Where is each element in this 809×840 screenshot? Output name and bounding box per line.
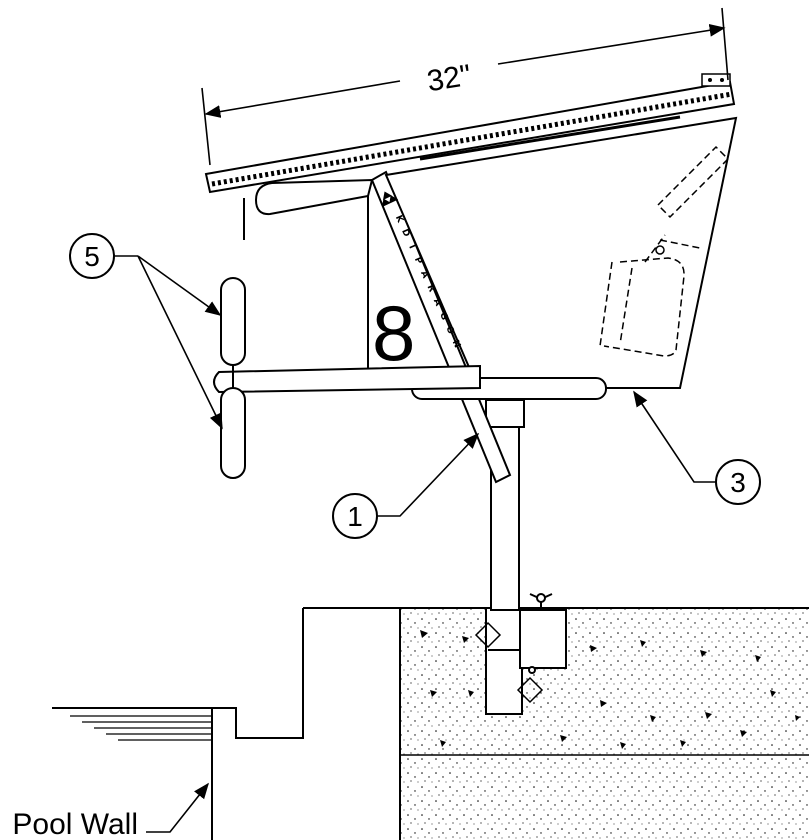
callout-3-group: 3 <box>633 390 761 505</box>
brand-letter: G <box>437 311 449 322</box>
dim-arrow-left <box>204 80 401 118</box>
concrete-deck <box>400 608 809 840</box>
callout-5-group: 5 <box>69 233 223 430</box>
seat-rail <box>419 115 681 161</box>
callout-3-number: 3 <box>730 467 746 498</box>
anchor-socket <box>474 593 567 715</box>
dim-extension-right <box>721 7 729 81</box>
chair-number-mark: 8 <box>372 289 415 377</box>
kdi-logo-icon <box>381 191 399 208</box>
post-collar <box>485 399 525 428</box>
dimension-label: 32" <box>425 59 474 98</box>
seat-assembly <box>204 73 736 240</box>
seat-front-bracket <box>254 178 374 216</box>
pool-wall-label: Pool Wall <box>12 808 138 840</box>
callout-5-number: 5 <box>84 241 100 272</box>
brand-letter: R <box>425 283 437 293</box>
dimension-32in <box>201 7 729 166</box>
brand-letter: P <box>412 256 424 266</box>
dashed-mechanism <box>599 145 730 357</box>
gutter-profile <box>52 608 304 739</box>
handle-crossbar <box>213 364 481 394</box>
seat-tread-pattern <box>211 91 733 187</box>
pool-wall-callout: Pool Wall <box>12 782 209 840</box>
ground-section <box>52 607 809 840</box>
aggregate-marks <box>420 630 800 749</box>
dim-arrow-right <box>497 23 726 65</box>
brand-letter: N <box>450 339 462 350</box>
anchor-sleeve <box>485 607 523 715</box>
handle-assembly <box>213 277 481 479</box>
water-lines <box>70 715 212 741</box>
seat-end-cap <box>701 73 731 87</box>
dim-extension-left <box>201 87 211 166</box>
brand-letter: A <box>418 270 430 280</box>
callout-1-number: 1 <box>347 501 363 532</box>
upper-grip <box>220 277 246 366</box>
brand-letter: K <box>393 214 405 225</box>
anchor-clamp-block <box>519 609 567 669</box>
brand-letter: O <box>443 325 455 336</box>
chair-side-panel <box>384 116 738 389</box>
callout-1-group: 1 <box>332 432 480 539</box>
brand-letter: A <box>431 297 443 307</box>
brand-letter: D <box>399 228 411 239</box>
brand-letter: I <box>406 243 417 250</box>
lower-grip <box>220 387 246 479</box>
